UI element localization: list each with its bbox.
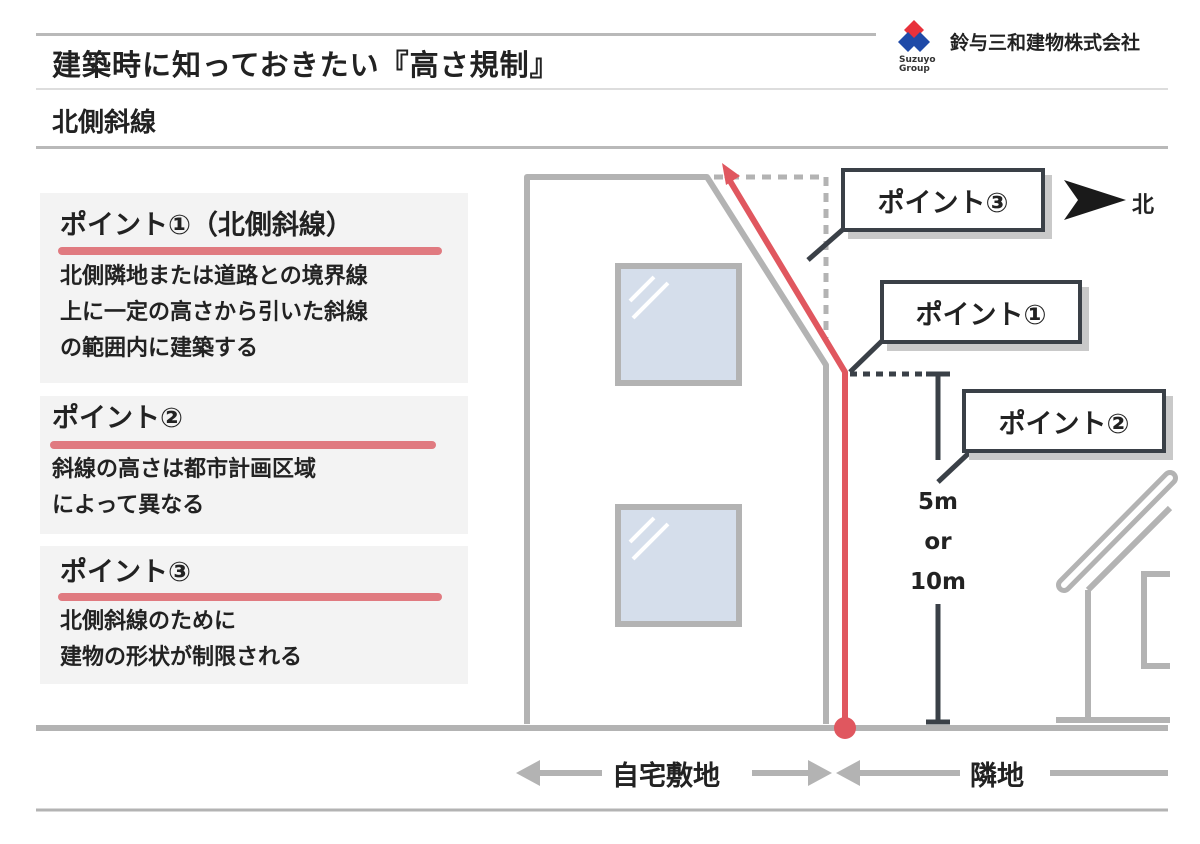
own-lot-arrow-left-icon bbox=[516, 760, 540, 786]
subtitle-divider bbox=[36, 146, 1168, 149]
point-1-line: 北側隣地または道路との境界線 bbox=[60, 264, 368, 289]
logo-line2: Group bbox=[899, 64, 930, 74]
north-slope-line bbox=[724, 174, 848, 728]
neighbor-arrow-left-icon bbox=[836, 760, 860, 786]
point-3-line: 建物の形状が制限される bbox=[60, 645, 303, 670]
slope-arrowhead-icon bbox=[722, 163, 740, 185]
point-3-body: 北側斜線のために 建物の形状が制限される bbox=[60, 604, 302, 676]
point-3-underline bbox=[58, 593, 442, 601]
callout-point-2: ポイント② bbox=[962, 389, 1166, 453]
title-divider bbox=[36, 88, 1168, 90]
north-label: 北 bbox=[1132, 193, 1155, 218]
suzuyo-logo-icon bbox=[898, 20, 930, 52]
own-building-outline bbox=[524, 174, 829, 724]
callout-2-leader bbox=[936, 450, 972, 484]
logo-line1: Suzuyo bbox=[899, 55, 936, 65]
lower-window-icon bbox=[615, 504, 742, 627]
point-card-1: ポイント①（北側斜線） 北側隣地または道路との境界線 上に一定の高さから引いた斜… bbox=[40, 193, 468, 383]
point-1-line: 上に一定の高さから引いた斜線 bbox=[60, 300, 369, 325]
point-2-heading: ポイント② bbox=[52, 403, 183, 434]
company-name: 鈴与三和建物株式会社 bbox=[950, 32, 1141, 54]
point-2-line: 斜線の高さは都市計画区域 bbox=[52, 457, 317, 482]
neighbor-lot-label: 隣地 bbox=[962, 754, 1032, 793]
own-lot-label: 自宅敷地 bbox=[604, 754, 728, 793]
header-top-rule bbox=[36, 33, 876, 36]
point-1-line: の範囲内に建築する bbox=[60, 336, 259, 361]
height-line: 5m bbox=[918, 489, 958, 515]
logo-caption: Suzuyo Group bbox=[899, 56, 936, 74]
height-line: or bbox=[924, 529, 952, 555]
upper-window-icon bbox=[615, 263, 742, 386]
height-line: 10m bbox=[910, 569, 966, 595]
point-card-2: ポイント② 斜線の高さは都市計画区域 によって異なる bbox=[40, 396, 468, 534]
callout-1-leader bbox=[848, 336, 887, 374]
restricted-area-dotted bbox=[714, 174, 829, 338]
section-subtitle: 北側斜線 bbox=[52, 108, 157, 138]
north-arrow-icon bbox=[1064, 180, 1126, 220]
page-title: 建築時に知っておきたい『高さ規制』 bbox=[52, 48, 560, 82]
point-2-underline bbox=[50, 441, 436, 449]
boundary-point-icon bbox=[834, 717, 856, 739]
point-card-3: ポイント③ 北側斜線のために 建物の形状が制限される bbox=[40, 546, 468, 684]
point-3-line: 北側斜線のために bbox=[60, 609, 237, 634]
neighbor-house-icon bbox=[1056, 470, 1178, 723]
point-2-line: によって異なる bbox=[52, 493, 205, 518]
point-3-heading: ポイント③ bbox=[60, 557, 191, 588]
point-1-body: 北側隣地または道路との境界線 上に一定の高さから引いた斜線 の範囲内に建築する bbox=[60, 259, 368, 367]
own-lot-arrow-right-icon bbox=[808, 760, 832, 786]
point-2-body: 斜線の高さは都市計画区域 によって異なる bbox=[52, 452, 316, 524]
callout-point-1: ポイント① bbox=[880, 280, 1082, 344]
point-1-heading: ポイント①（北側斜線） bbox=[60, 210, 353, 241]
height-value-text: 5m or 10m bbox=[898, 482, 978, 602]
callout-point-3: ポイント③ bbox=[841, 168, 1045, 232]
point-1-underline bbox=[58, 247, 442, 255]
